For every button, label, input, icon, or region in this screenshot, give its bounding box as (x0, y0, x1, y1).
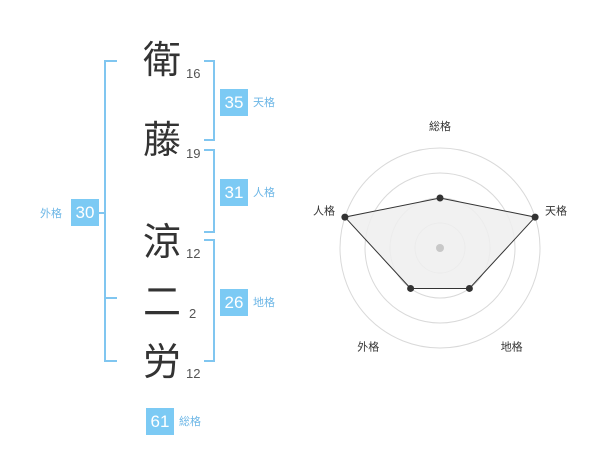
name-char-2: 藤 (142, 118, 181, 162)
radar-center (436, 244, 444, 252)
soukaku-label: 総格 (179, 415, 201, 428)
chikaku-value: 26 (220, 289, 248, 316)
radar-ring (339, 147, 541, 349)
radar-axis-label: 総格 (429, 119, 451, 133)
stroke-count-2: 19 (186, 146, 201, 161)
name-char-4: 二 (142, 280, 181, 324)
radar-point (407, 284, 415, 292)
name-char-5: 労 (142, 340, 181, 384)
tenkaku-label: 天格 (253, 96, 275, 109)
radar-axis-label: 外格 (357, 340, 379, 354)
tenkaku-bracket (204, 60, 215, 141)
jinkaku-bracket (204, 149, 215, 233)
radar-axis-label: 地格 (501, 340, 523, 354)
soukaku-value: 61 (146, 408, 174, 435)
chikaku-label: 地格 (253, 296, 275, 309)
chikaku-bracket (204, 239, 215, 362)
gaikaku-bracket (104, 60, 117, 362)
stroke-count-5: 12 (186, 366, 201, 381)
radar-points (341, 194, 539, 292)
radar-point (341, 213, 349, 221)
gaikaku-value: 30 (71, 199, 99, 226)
jinkaku-label: 人格 (253, 186, 275, 199)
name-char-1: 衛 (142, 38, 181, 82)
radar-axis-label: 天格 (545, 203, 567, 217)
stroke-count-1: 16 (186, 66, 201, 81)
gaikaku-bracket-tick (104, 297, 117, 299)
radar-ring (364, 172, 516, 324)
radar-point (531, 213, 539, 221)
stroke-count-3: 12 (186, 246, 201, 261)
radar-polygon (343, 197, 537, 289)
tenkaku-value: 35 (220, 89, 248, 116)
radar-point (436, 194, 444, 202)
radar-axis-label: 人格 (313, 203, 335, 217)
name-char-3: 涼 (142, 220, 181, 264)
jinkaku-value: 31 (220, 179, 248, 206)
gaikaku-connector (98, 212, 106, 214)
gaikaku-label: 外格 (40, 207, 62, 220)
radar-point (465, 284, 473, 292)
stroke-count-4: 2 (189, 306, 197, 321)
